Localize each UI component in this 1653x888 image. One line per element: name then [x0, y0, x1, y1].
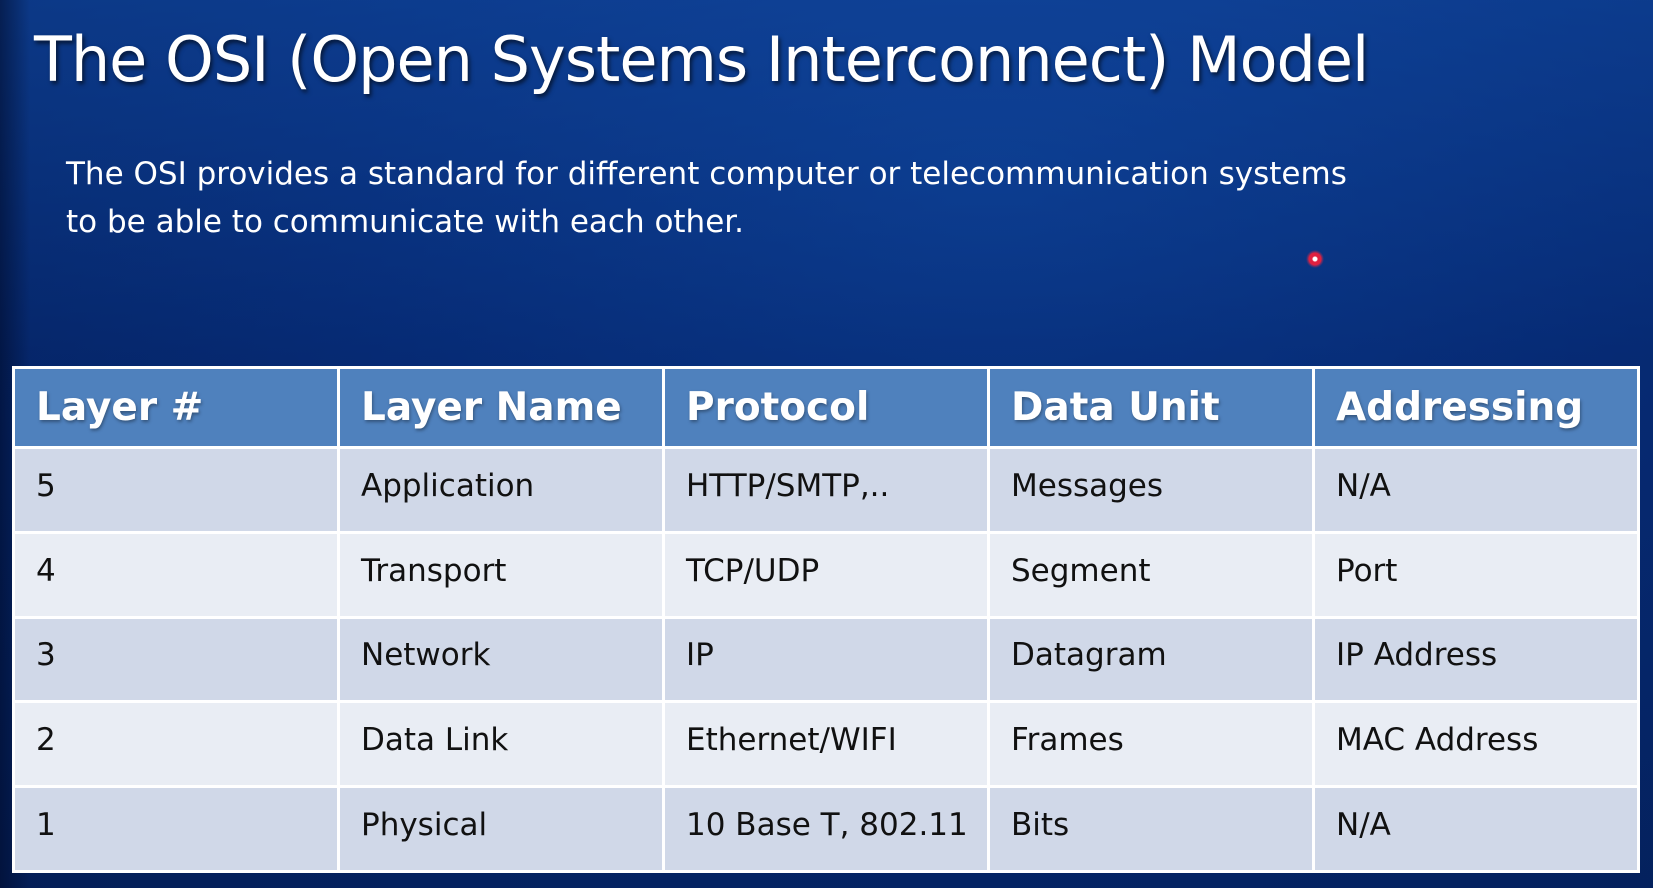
laser-pointer-dot — [1306, 250, 1324, 268]
header-addressing: Addressing — [1312, 366, 1640, 449]
slide-subtitle: The OSI provides a standard for differen… — [66, 150, 1446, 246]
header-row: Layer # Layer Name Protocol Data Unit Ad… — [12, 366, 1640, 449]
cell-layer-name: Data Link — [337, 700, 665, 789]
cell-addressing: N/A — [1312, 785, 1640, 873]
cell-layer-number: 4 — [12, 530, 340, 619]
cell-protocol: 10 Base T, 802.11 — [662, 785, 990, 873]
cell-data-unit: Datagram — [987, 615, 1315, 704]
cell-data-unit: Frames — [987, 700, 1315, 789]
subtitle-line-1: The OSI provides a standard for differen… — [66, 156, 1347, 192]
cell-layer-name: Physical — [337, 785, 665, 873]
cell-protocol: Ethernet/WIFI — [662, 700, 990, 789]
cell-layer-name: Network — [337, 615, 665, 704]
cell-addressing: IP Address — [1312, 615, 1640, 704]
cell-protocol: IP — [662, 615, 990, 704]
cell-data-unit: Bits — [987, 785, 1315, 873]
cell-addressing: MAC Address — [1312, 700, 1640, 789]
slide-title: The OSI (Open Systems Interconnect) Mode… — [34, 23, 1369, 96]
header-layer-number: Layer # — [12, 366, 340, 449]
table-header: Layer # Layer Name Protocol Data Unit Ad… — [12, 366, 1640, 449]
table-row: 3 Network IP Datagram IP Address — [12, 615, 1640, 704]
cell-layer-name: Application — [337, 446, 665, 534]
table-body: 5 Application HTTP/SMTP,.. Messages N/A … — [12, 446, 1640, 873]
cell-data-unit: Segment — [987, 530, 1315, 619]
cell-layer-number: 1 — [12, 785, 340, 873]
osi-layers-table: Layer # Layer Name Protocol Data Unit Ad… — [12, 366, 1640, 873]
table-row: 1 Physical 10 Base T, 802.11 Bits N/A — [12, 785, 1640, 873]
header-data-unit: Data Unit — [987, 366, 1315, 449]
table-row: 2 Data Link Ethernet/WIFI Frames MAC Add… — [12, 700, 1640, 789]
cell-layer-number: 3 — [12, 615, 340, 704]
subtitle-line-2: to be able to communicate with each othe… — [66, 204, 745, 240]
cell-protocol: TCP/UDP — [662, 530, 990, 619]
cell-layer-number: 5 — [12, 446, 340, 534]
table-row: 4 Transport TCP/UDP Segment Port — [12, 530, 1640, 619]
cell-layer-number: 2 — [12, 700, 340, 789]
table-row: 5 Application HTTP/SMTP,.. Messages N/A — [12, 446, 1640, 534]
cell-protocol: HTTP/SMTP,.. — [662, 446, 990, 534]
cell-data-unit: Messages — [987, 446, 1315, 534]
cell-addressing: Port — [1312, 530, 1640, 619]
header-protocol: Protocol — [662, 366, 990, 449]
cell-layer-name: Transport — [337, 530, 665, 619]
header-layer-name: Layer Name — [337, 366, 665, 449]
cell-addressing: N/A — [1312, 446, 1640, 534]
